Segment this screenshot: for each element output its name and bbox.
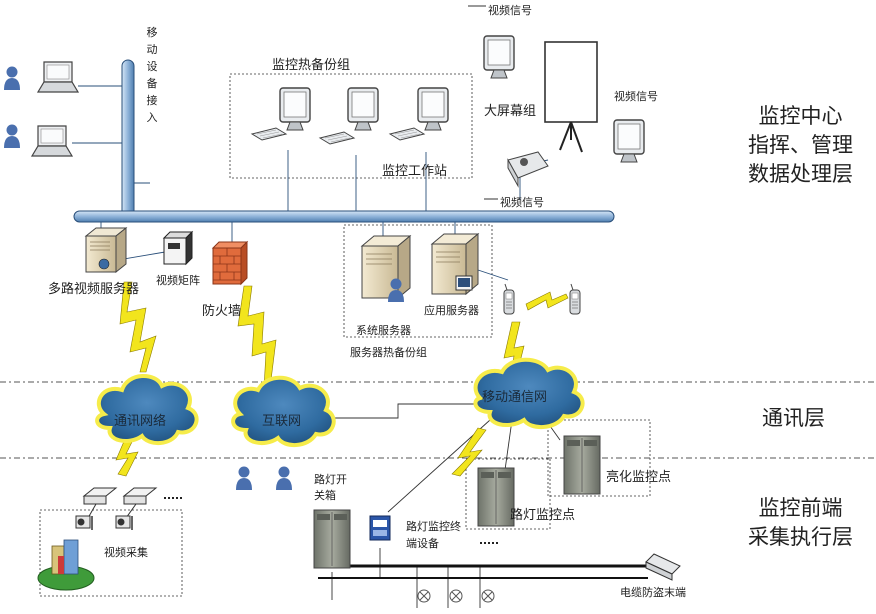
mobile-access-bus bbox=[121, 59, 135, 221]
workstation-monitor-icon bbox=[347, 87, 379, 131]
video-matrix-icon bbox=[162, 230, 194, 266]
ellipsis-dots bbox=[164, 497, 182, 499]
center-layer-label: 监控中心 指挥、管理 数据处理层 bbox=[748, 102, 853, 189]
app-server-label: 应用服务器 bbox=[424, 304, 479, 317]
terminal-device-icon bbox=[369, 515, 391, 541]
camera-icon bbox=[115, 515, 133, 531]
firewall-label: 防火墙 bbox=[202, 304, 242, 319]
lamp-icon bbox=[417, 589, 431, 603]
internet-cloud bbox=[231, 375, 336, 447]
building-icon bbox=[37, 539, 95, 591]
video-signal-label-top: 视频信号 bbox=[488, 4, 532, 17]
big-screen-label: 大屏幕组 bbox=[484, 104, 537, 119]
workstation-monitor-icon bbox=[279, 87, 311, 131]
mobile-phone-icon bbox=[503, 283, 515, 315]
display-monitor-icon bbox=[483, 35, 515, 79]
server-hot-backup-label: 服务器热备份组 bbox=[350, 346, 427, 359]
video-capture-box bbox=[39, 509, 183, 597]
mobile-access-label: 移动设备接入 bbox=[146, 26, 158, 124]
lamp-icon bbox=[449, 589, 463, 603]
system-server-label: 系统服务器 bbox=[356, 324, 411, 337]
multi-video-server-label: 多路视频服务器 bbox=[48, 282, 140, 297]
projector-icon bbox=[507, 151, 549, 188]
video-capture-label: 视频采集 bbox=[104, 546, 148, 559]
camera-icon bbox=[75, 515, 93, 531]
keyboard-icon bbox=[251, 127, 287, 141]
display-monitor-icon bbox=[613, 119, 645, 163]
terminal-icon bbox=[455, 275, 473, 291]
video-matrix-label: 视频矩阵 bbox=[156, 274, 200, 287]
backbone-bus bbox=[73, 210, 615, 223]
laptop-icon bbox=[31, 125, 73, 157]
switch-cabinet-icon bbox=[313, 509, 351, 569]
keyboard-icon bbox=[389, 127, 425, 141]
center-layer-line-1: 监控中心 bbox=[758, 104, 843, 128]
laptop-icon bbox=[37, 61, 79, 93]
person-icon bbox=[236, 466, 252, 490]
center-layer-line-3: 数据处理层 bbox=[748, 162, 853, 186]
mobile-phone-icon bbox=[569, 283, 581, 315]
switch-icon bbox=[82, 487, 118, 505]
workstation-label: 监控工作站 bbox=[382, 164, 448, 179]
streetlight-terminal-label: 路灯监控终端设备 bbox=[406, 520, 461, 550]
comm-network-cloud-label: 通讯网络 bbox=[114, 414, 167, 429]
lighting-cabinet-icon bbox=[563, 435, 601, 495]
comm-layer-label: 通讯层 bbox=[762, 406, 825, 430]
internet-cloud-label: 互联网 bbox=[262, 414, 302, 429]
cable-antitheft-label: 电缆防盗末端 bbox=[620, 586, 686, 599]
mobile-network-cloud bbox=[473, 357, 585, 429]
server-group-box bbox=[343, 224, 493, 338]
hot-backup-group-box bbox=[229, 73, 473, 179]
video-server-icon bbox=[84, 226, 128, 274]
person-icon bbox=[4, 66, 20, 90]
streetlight-box-label: 路灯开关箱 bbox=[314, 473, 347, 502]
front-layer-line-1: 监控前端 bbox=[758, 496, 843, 520]
streetlight-point-box bbox=[465, 458, 551, 530]
switch-icon bbox=[122, 487, 158, 505]
workstation-monitor-icon bbox=[417, 87, 449, 131]
center-layer-line-2: 指挥、管理 bbox=[748, 133, 853, 157]
front-layer-line-2: 采集执行层 bbox=[748, 525, 853, 549]
projection-screen-icon bbox=[544, 41, 598, 153]
lighting-point-box bbox=[547, 419, 651, 497]
video-signal-label-right: 视频信号 bbox=[614, 90, 658, 103]
comm-network-cloud bbox=[95, 374, 199, 445]
firewall-icon bbox=[211, 240, 249, 286]
system-server-icon bbox=[360, 234, 412, 300]
front-layer-label: 监控前端 采集执行层 bbox=[748, 494, 853, 552]
streetlight-point-label: 路灯监控点 bbox=[510, 508, 576, 523]
mobile-network-cloud-label: 移动通信网 bbox=[482, 390, 548, 405]
hot-backup-group-label: 监控热备份组 bbox=[272, 58, 351, 73]
lamp-icon bbox=[481, 589, 495, 603]
person-icon bbox=[276, 466, 292, 490]
person-icon bbox=[4, 124, 20, 148]
keyboard-icon bbox=[319, 131, 355, 145]
ellipsis-dots bbox=[480, 542, 498, 544]
video-signal-label-bottom: 视频信号 bbox=[500, 196, 544, 209]
streetlight-cabinet-icon bbox=[477, 467, 515, 527]
lighting-point-label: 亮化监控点 bbox=[606, 470, 672, 485]
cable-antitheft-device-icon bbox=[645, 553, 681, 581]
